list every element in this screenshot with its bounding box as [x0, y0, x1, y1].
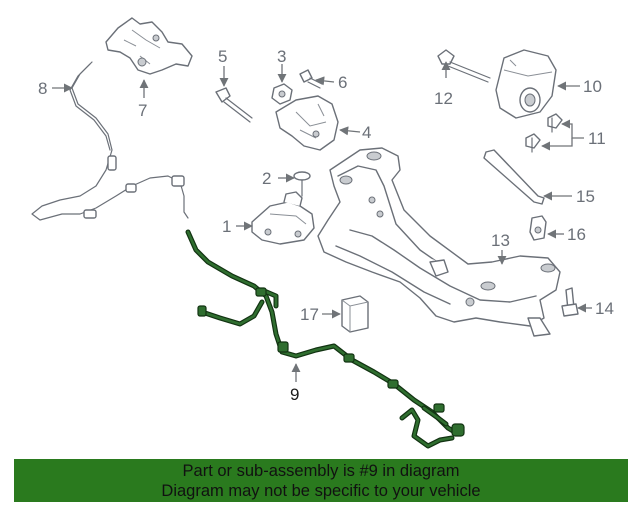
part-10-mount[interactable] — [495, 49, 557, 119]
callout-3: 3 — [277, 47, 286, 66]
banner-line-2: Diagram may not be specific to your vehi… — [161, 482, 481, 500]
callout-14: 14 — [595, 299, 614, 318]
part-6-bolt[interactable] — [299, 69, 323, 89]
part-14-bolt[interactable] — [561, 287, 579, 317]
callout-17: 17 — [300, 305, 319, 324]
part-16-bolt[interactable] — [529, 215, 547, 241]
parts-diagram: 8 7 5 3 6 4 2 1 9 12 10 11 15 16 13 14 1… — [31, 17, 614, 449]
part-17-pad[interactable] — [341, 295, 369, 333]
banner-line-1: Part or sub-assembly is #9 in diagram — [182, 462, 460, 480]
callout-10: 10 — [583, 77, 602, 96]
part-13-subframe[interactable] — [317, 147, 561, 337]
part-15-link[interactable] — [483, 149, 545, 205]
part-9-wiring-harness[interactable] — [185, 229, 465, 449]
callout-16: 16 — [567, 225, 586, 244]
callout-leaders — [52, 61, 592, 382]
part-7-bracket[interactable] — [105, 17, 193, 75]
callout-12: 12 — [434, 89, 453, 108]
callout-13: 13 — [491, 231, 510, 250]
part-11-bolts[interactable] — [525, 113, 563, 153]
callout-2: 2 — [262, 169, 271, 188]
callout-15: 15 — [576, 187, 595, 206]
callout-5: 5 — [218, 47, 227, 66]
part-5-bolt[interactable] — [215, 87, 253, 123]
callout-6: 6 — [338, 73, 347, 92]
part-8-sensor-cable[interactable] — [31, 61, 189, 221]
callout-9: 9 — [290, 385, 299, 404]
callout-8: 8 — [38, 79, 47, 98]
part-3-nut[interactable] — [271, 83, 293, 105]
callout-labels: 8 7 5 3 6 4 2 1 9 12 10 11 15 16 13 14 1… — [38, 47, 614, 404]
callout-7: 7 — [138, 101, 147, 120]
part-4-mount-bracket[interactable] — [275, 95, 339, 151]
callout-4: 4 — [362, 123, 371, 142]
part-1-engine-mount[interactable] — [251, 191, 315, 245]
part-info-banner: Part or sub-assembly is #9 in diagram Di… — [14, 459, 628, 502]
callout-11: 11 — [588, 129, 606, 148]
callout-1: 1 — [222, 217, 231, 236]
part-12-long-bolt[interactable] — [437, 49, 491, 83]
